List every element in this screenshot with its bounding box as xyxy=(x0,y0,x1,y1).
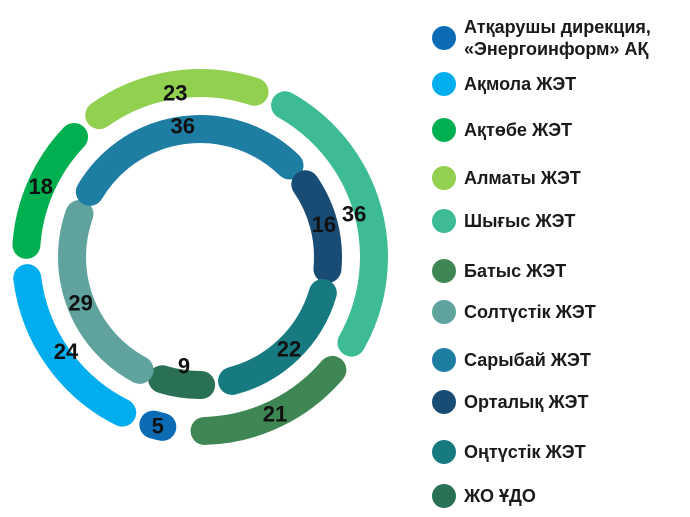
legend: Атқарушы дирекция, «Энергоинформ» АҚ Ақм… xyxy=(432,0,690,517)
ring-segment-outer-3 xyxy=(85,69,269,130)
legend-label: Оңтүстік ЖЭТ xyxy=(464,442,586,462)
ring-segment-inner-3 xyxy=(291,170,342,283)
legend-swatch-icon xyxy=(432,390,456,414)
legend-label: Солтүстік ЖЭТ xyxy=(464,302,596,322)
legend-label: Алматы ЖЭТ xyxy=(464,168,581,188)
ring-segment-outer-1 xyxy=(13,264,137,427)
data-label-outer-3: 23 xyxy=(163,80,187,105)
legend-swatch-icon xyxy=(432,166,456,190)
ring-segment-inner-2 xyxy=(75,115,304,206)
data-label-inner-1: 29 xyxy=(68,291,92,316)
legend-item-zho-udo: ЖО ҰДО xyxy=(432,484,536,508)
legend-swatch-icon xyxy=(432,26,456,50)
data-label-inner-0: 9 xyxy=(178,353,190,378)
legend-item-soltustik: Солтүстік ЖЭТ xyxy=(432,300,596,324)
ring-segment-outer-2 xyxy=(12,122,89,259)
legend-swatch-icon xyxy=(432,72,456,96)
legend-item-almaty: Алматы ЖЭТ xyxy=(432,166,581,190)
legend-item-aktobe: Ақтөбе ЖЭТ xyxy=(432,118,572,142)
legend-label: Ақтөбе ЖЭТ xyxy=(464,120,573,140)
legend-item-ortalyk: Орталық ЖЭТ xyxy=(432,390,588,414)
outer-ring xyxy=(12,69,388,445)
legend-swatch-icon xyxy=(432,348,456,372)
ring-segment-inner-4 xyxy=(218,279,337,395)
data-label-outer-0: 5 xyxy=(152,413,164,438)
legend-item-executive-directorate: Атқарушы дирекция, «Энергоинформ» АҚ xyxy=(432,16,651,60)
legend-label: Атқарушы дирекция, «Энергоинформ» АҚ xyxy=(464,17,651,59)
legend-swatch-icon xyxy=(432,484,456,508)
legend-item-akmola: Ақмола ЖЭТ xyxy=(432,72,576,96)
legend-item-ontustik: Оңтүстік ЖЭТ xyxy=(432,440,586,464)
legend-label: Батыс ЖЭТ xyxy=(464,261,567,281)
inner-ring xyxy=(58,115,342,399)
legend-item-batys: Батыс ЖЭТ xyxy=(432,259,566,283)
legend-label: Орталық ЖЭТ xyxy=(464,392,589,412)
legend-label: Ақмола ЖЭТ xyxy=(464,74,577,94)
ring-segment-inner-1 xyxy=(58,200,154,384)
ring-segment-outer-0 xyxy=(139,410,177,441)
ring-segment-outer-4 xyxy=(271,91,388,357)
data-label-outer-1: 24 xyxy=(54,339,79,364)
legend-item-sarybai: Сарыбай ЖЭТ xyxy=(432,348,591,372)
ring-segment-outer-5 xyxy=(190,355,347,445)
data-label-inner-4: 22 xyxy=(277,337,301,362)
legend-swatch-icon xyxy=(432,300,456,324)
ring-segment-inner-0 xyxy=(148,365,216,399)
legend-swatch-icon xyxy=(432,118,456,142)
data-label-inner-3: 16 xyxy=(312,212,336,237)
legend-item-shygys: Шығыс ЖЭТ xyxy=(432,209,575,233)
legend-label: Шығыс ЖЭТ xyxy=(464,211,576,231)
data-label-outer-4: 36 xyxy=(342,201,366,226)
legend-label: ЖО ҰДО xyxy=(464,486,536,506)
data-label-inner-2: 36 xyxy=(171,114,195,139)
legend-label: Сарыбай ЖЭТ xyxy=(464,350,591,370)
data-label-outer-5: 21 xyxy=(263,402,287,427)
legend-swatch-icon xyxy=(432,209,456,233)
legend-swatch-icon xyxy=(432,440,456,464)
data-label-outer-2: 18 xyxy=(29,174,53,199)
legend-swatch-icon xyxy=(432,259,456,283)
